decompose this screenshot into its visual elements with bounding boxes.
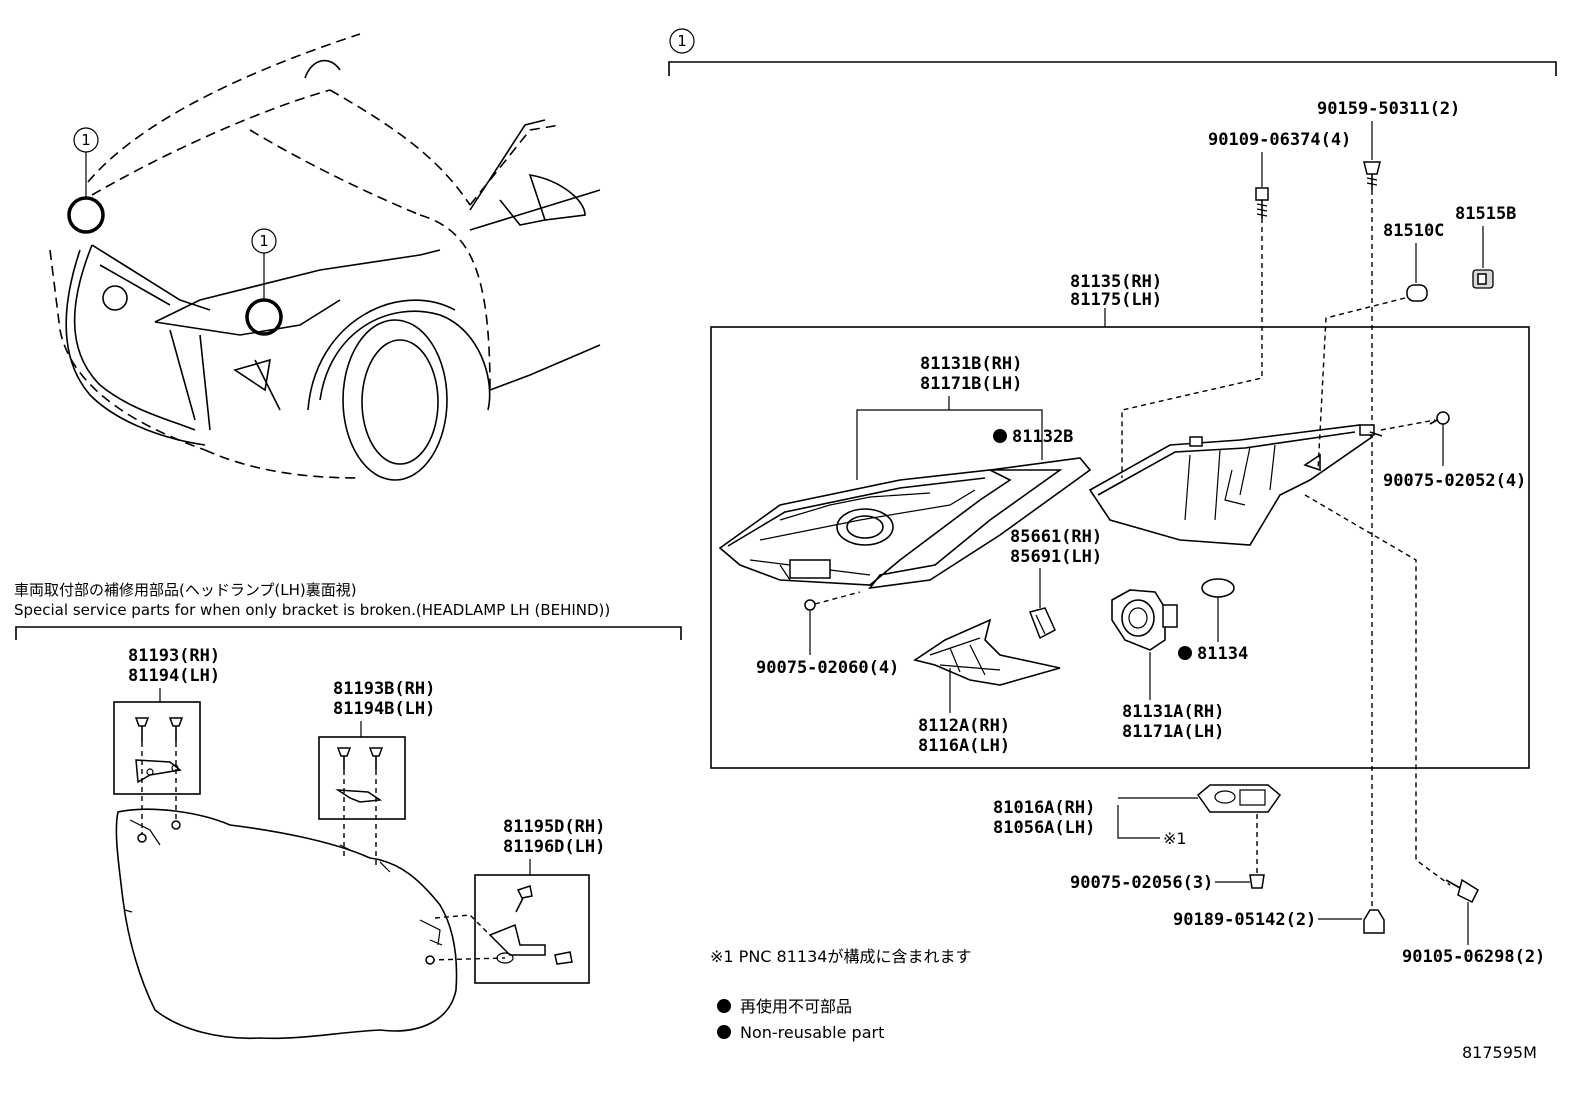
legend-en: Non-reusable part: [740, 1023, 884, 1042]
bracket-section-bracket: [15, 626, 682, 640]
screw-90109: [1255, 187, 1269, 218]
part-number-8112A: 8112A(RH): [918, 716, 1010, 736]
bracket-repair-section: 車両取付部の補修用部品(ヘッドランプ(LH)裏面視) Special servi…: [14, 581, 682, 1040]
bracket-section-title-en: Special service parts for when only brac…: [14, 601, 610, 619]
part-number-90075-02060: 90075-02060(4): [756, 658, 899, 678]
nut-90189: [1363, 909, 1385, 934]
part-number-81016A: 81016A(RH): [993, 798, 1095, 818]
kit-box-81193B: [318, 736, 406, 820]
section-callout-number: 1: [677, 32, 687, 50]
headlamp-location-circle-left: [67, 196, 105, 234]
part-number-81171B: 81171B(LH): [920, 374, 1022, 394]
part-number-81056A: 81056A(LH): [993, 818, 1095, 838]
part-number-85661: 85661(RH): [1010, 527, 1102, 547]
headlamp-location-circle-right: [245, 298, 283, 336]
bracket-kit-81195D: [488, 885, 573, 965]
extension-8112A: [913, 618, 1061, 686]
part-number-81193B: 81193B(RH): [333, 679, 435, 699]
projector-unit-81131A: [1111, 589, 1178, 651]
headlamp-housing: [1088, 424, 1383, 546]
part-number-90075-02056: 90075-02056(3): [1070, 873, 1213, 893]
part-number-81195D: 81195D(RH): [503, 817, 605, 837]
part-number-81135: 81135(RH): [1070, 272, 1162, 292]
part-number-90159: 90159-50311(2): [1317, 99, 1460, 119]
bracket-section-title-jp: 車両取付部の補修用部品(ヘッドランプ(LH)裏面視): [14, 581, 357, 599]
part-number-81131B: 81131B(RH): [920, 354, 1022, 374]
screw-90075-02060: [804, 591, 861, 611]
callout-number: 1: [81, 131, 91, 149]
control-module-81016A: [1196, 784, 1282, 813]
part-number-81515B: 81515B: [1455, 204, 1516, 224]
assembly-box: [710, 326, 1530, 769]
part-number-90189: 90189-05142(2): [1173, 910, 1316, 930]
bracket-kit-81193B: [335, 747, 384, 803]
non-reusable-marker: [1178, 646, 1192, 660]
note-reference-mark: ※1: [1163, 829, 1187, 848]
screw-90159: [1363, 161, 1381, 190]
clip-85661: [1029, 607, 1056, 640]
part-number-8116A: 8116A(LH): [918, 736, 1010, 756]
part-number-81194B: 81194B(LH): [333, 699, 435, 719]
part-number-81193: 81193(RH): [128, 646, 220, 666]
legend-bullet: [717, 1025, 731, 1039]
screw-90075-02056: [1249, 874, 1265, 889]
vehicle-front-illustration: 1 1: [49, 33, 601, 481]
part-number-90105: 90105-06298(2): [1402, 947, 1545, 967]
kit-box-81195D: [474, 874, 590, 984]
bolt-90105: [1445, 878, 1479, 904]
headlamp-lens-81131B: [718, 469, 1012, 586]
part-number-81175: 81175(LH): [1070, 290, 1162, 310]
headlamp-assembly-section: 1 90159-50311(2) 90109-06374(4) 81515B 8…: [668, 28, 1557, 967]
part-number-90075-02052: 90075-02052(4): [1383, 471, 1526, 491]
part-number-90109: 90109-06374(4): [1208, 130, 1351, 150]
screw-90075-02052: [1429, 411, 1450, 425]
gasket-81132B: [868, 457, 1092, 590]
part-number-81134: 81134: [1197, 644, 1248, 664]
legend-bullet: [717, 999, 731, 1013]
bracket-kit-81193: [134, 717, 184, 784]
part-number-85691: 85691(LH): [1010, 547, 1102, 567]
part-number-81132B: 81132B: [1012, 427, 1073, 447]
notes-area: ※1 PNC 81134が構成に含まれます 再使用不可部品 Non-reusab…: [710, 947, 1537, 1062]
part-number-81196D: 81196D(LH): [503, 837, 605, 857]
part-number-81131A: 81131A(RH): [1122, 702, 1224, 722]
part-number-81510C: 81510C: [1383, 221, 1444, 241]
non-reusable-marker: [993, 429, 1007, 443]
pnc-note: ※1 PNC 81134が構成に含まれます: [710, 947, 971, 966]
figure-id: 817595M: [1462, 1043, 1537, 1062]
o-ring-81134: [1201, 578, 1235, 598]
headlamp-rear-outline: [115, 808, 458, 1040]
legend-jp: 再使用不可部品: [740, 997, 852, 1016]
socket-81515B: [1472, 269, 1494, 289]
part-number-81171A: 81171A(LH): [1122, 722, 1224, 742]
part-number-81194: 81194(LH): [128, 666, 220, 686]
section-bracket: [668, 61, 1557, 76]
callout-number: 1: [259, 232, 269, 250]
bulb-81510C: [1406, 284, 1428, 302]
kit-box-81193: [113, 701, 201, 795]
